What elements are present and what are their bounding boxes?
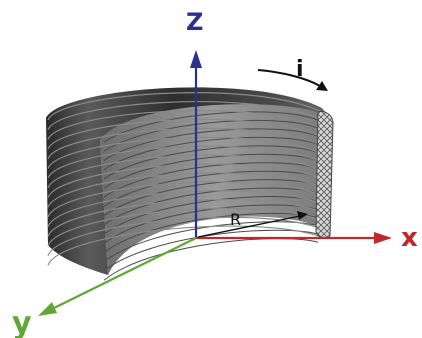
z-axis <box>190 50 202 238</box>
radius-label: R <box>230 210 241 229</box>
coil-turn <box>47 190 323 227</box>
coil-inner-turn <box>103 162 319 198</box>
coil-turn <box>47 207 323 247</box>
x-axis <box>196 232 392 244</box>
coil-inner-turn <box>103 238 319 281</box>
coil-turn <box>47 127 323 160</box>
coil-turn <box>47 101 323 130</box>
coil-inner-turn <box>103 136 319 171</box>
x-axis-label: x <box>401 223 418 253</box>
coil-turn <box>47 109 323 140</box>
radius-arrow <box>197 211 308 238</box>
coil-turn <box>47 145 323 179</box>
coil-inner-turn <box>103 128 319 161</box>
coil-turn <box>47 181 323 218</box>
coil-turn <box>47 216 323 257</box>
current-arrow <box>257 69 328 91</box>
coil-inner-turn <box>103 179 319 217</box>
x-axis-arrowhead <box>374 232 392 244</box>
coil-inner-turn <box>103 119 319 152</box>
y-axis-arrowhead <box>38 302 57 316</box>
coil-turn <box>47 225 323 266</box>
coil-turn <box>47 172 323 208</box>
coil-inner-surface <box>100 97 328 275</box>
coil-inner-turn <box>103 170 319 207</box>
coil-turn <box>47 163 323 198</box>
coil-inner-turn <box>103 111 319 143</box>
coil-turn <box>47 92 323 121</box>
coil-turn <box>47 154 323 189</box>
current-label: i <box>296 57 304 82</box>
y-axis-label: y <box>12 306 32 338</box>
coil-turn <box>47 118 323 150</box>
coil-turn <box>47 198 323 237</box>
coil-inner-turn <box>103 145 319 180</box>
coil-turn <box>47 136 323 169</box>
coil-cross-section <box>315 111 334 239</box>
coil-front-turns <box>47 92 323 266</box>
z-axis-arrowhead <box>190 50 202 68</box>
coil-inner-turn <box>103 187 319 226</box>
coil-inner-turn <box>103 153 319 189</box>
z-axis-label: Z <box>186 8 203 36</box>
y-axis <box>38 237 197 316</box>
